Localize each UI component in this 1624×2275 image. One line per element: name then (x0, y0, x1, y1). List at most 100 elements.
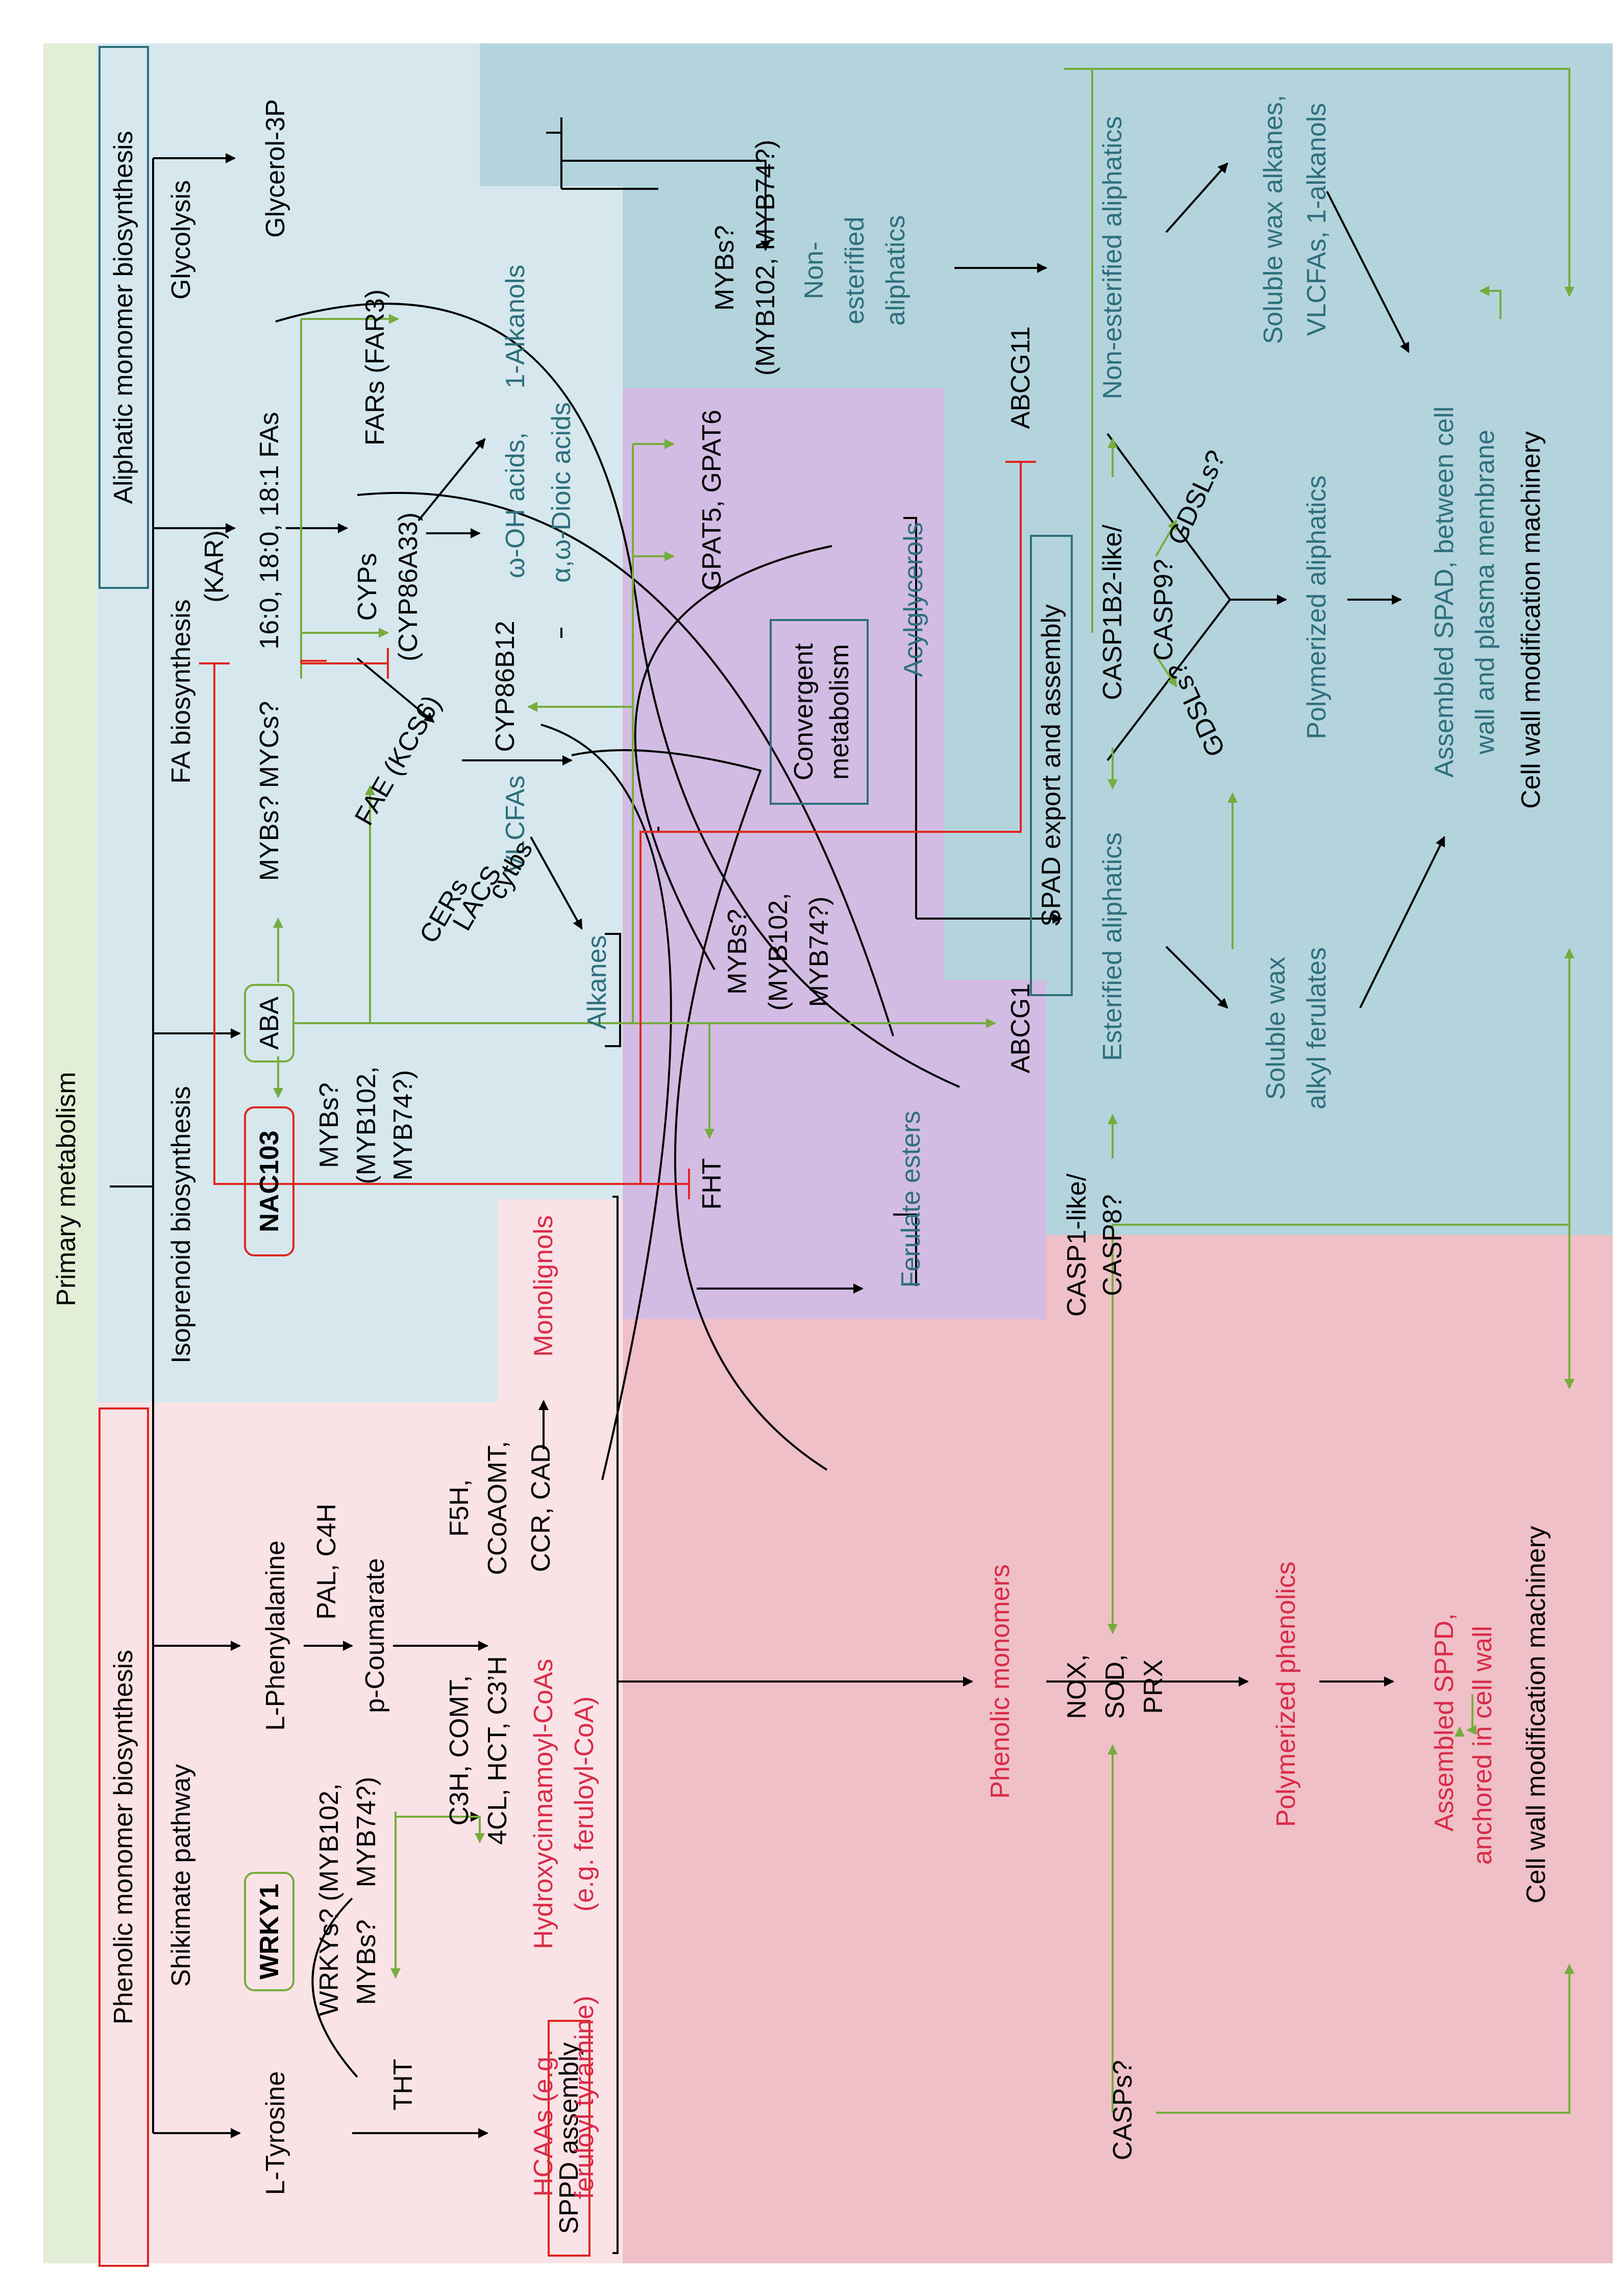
connector-lines (110, 68, 1574, 2254)
tht-label: THT (388, 2059, 418, 2110)
abcg11-label: ABCG11 (1006, 326, 1036, 429)
background-regions (43, 43, 1613, 2263)
conv-mybs-1: MYBs? (723, 909, 752, 995)
gpat-label: GPAT5, GPAT6 (697, 410, 727, 590)
p-coumarate-label: p-Coumarate (360, 1558, 390, 1713)
conv-mybs-3: MYB74?) (804, 897, 834, 1007)
sod-label: SOD, (1100, 1654, 1130, 1719)
fatty-acids-label: 16:0, 18:0, 18:1 FAs (255, 412, 284, 649)
casp9-label: CASP9? (1149, 559, 1178, 660)
cell-wall-bottom-label: Cell wall modification machinery (1521, 1526, 1551, 1903)
prx-label: PRX (1139, 1660, 1168, 1714)
glycerol3p-label: Glycerol-3P (261, 99, 290, 238)
convergent-box (770, 619, 869, 805)
vlcfas-label: VLCFAs (501, 776, 530, 873)
alkanes-label: Alkanes (582, 935, 612, 1030)
mybs-lr-2: (MYB102, (352, 1066, 381, 1184)
casp1b2-label: CASP1B2-like/ (1098, 524, 1127, 700)
sppd-left-strip (498, 1245, 623, 2263)
sppd-region (623, 1235, 1613, 2263)
nac103-label: NAC103 (255, 1130, 284, 1232)
phenolic-title: Phenolic monomer biosynthesis (109, 1650, 138, 2024)
casp8-to-spad-cellwall (1112, 1224, 1569, 1304)
conv-mybs-2: (MYB102, (764, 893, 793, 1010)
polymerized-aliphatics-label: Polymerized aliphatics (1302, 475, 1332, 739)
primary-metabolism-band (43, 43, 97, 2263)
dioic-label: α,ω-Dioic acids (547, 402, 576, 583)
tht-curve (311, 1897, 358, 2078)
enzymes-c3h-1: C3H, COMT, (445, 1675, 474, 1826)
isoprenoid-label: Isoprenoid biosynthesis (166, 1086, 196, 1363)
mybs-upper-1: MYBs? (710, 225, 740, 311)
cyps-label-2: (CYP86A33) (393, 512, 423, 661)
spad-assembled-green (1479, 286, 1502, 319)
non-esterified-label: Non-esterified aliphatics (1098, 116, 1127, 400)
non-esterified-top-1: Non- (799, 242, 829, 300)
red-cyps-line (300, 660, 388, 664)
casps-label: CASPs? (1108, 2060, 1138, 2161)
assembled-spad-1: Assembled SPAD, between cell (1430, 406, 1459, 777)
esterified-label: Esterified aliphatics (1098, 832, 1127, 1061)
glycerol-curve (275, 303, 960, 1088)
mybs-upper-2: (MYB102, MYB74?) (751, 140, 780, 376)
spad-title-box (1030, 535, 1073, 996)
convergent-extension (944, 980, 1046, 1319)
l-phenylalanine-label: L-Phenylalanine (261, 1541, 290, 1731)
acylglycerols-label: Acylglycerols (899, 522, 928, 677)
vlcfa-curve-2 (571, 749, 828, 1471)
cell-wall-top-label: Cell wall modification machinery (1516, 431, 1546, 809)
wrky1-label: WRKY1 (255, 1884, 284, 1980)
hcaas-label-2: feruloyl tyramine) (570, 1996, 599, 2199)
nonester-to-soluble (1165, 162, 1228, 233)
non-esterified-top-2: esterified (840, 217, 870, 325)
fht-label: FHT (697, 1158, 727, 1209)
primary-metabolism-label: Primary metabolism (52, 1072, 81, 1306)
casps-to-cellwall (1156, 1964, 1574, 2114)
mybs-lr-1: MYBs? (314, 1082, 344, 1168)
aliphatic-title: Aliphatic monomer biosynthesis (109, 131, 138, 504)
soluble-to-assembled (1326, 191, 1410, 353)
vlcfas-to-alkanes (530, 836, 583, 930)
wrkys-label: WRKYs? (314, 1909, 344, 2016)
myb74-label-phenolic: MYB74?) (352, 1777, 381, 1888)
glycolysis-label: Glycolysis (166, 180, 196, 300)
alkanols-label: 1-Alkanols (501, 265, 530, 389)
enzymes-c3h-2: 4CL, HCT, C3’H (483, 1656, 512, 1845)
wrky1-box (244, 1872, 294, 1991)
convergent-region (623, 388, 944, 1319)
polymerized-phenolics-label: Polymerized phenolics (1271, 1562, 1301, 1827)
non-esterified-top-3: aliphatics (881, 215, 911, 326)
alkanes-bracket (605, 933, 621, 1047)
phenolic-pale-strip (498, 1199, 623, 1245)
sppd-assembled-green (1466, 1694, 1477, 1735)
abcg1-label: ABCG1 (1006, 983, 1036, 1073)
aliphatic-title-box (99, 46, 149, 589)
acylglycerol-bracket (903, 517, 917, 919)
hcaas-label-1: HCAAs (e.g. (529, 2049, 558, 2197)
assembled-sppd-2: anchored in cell wall (1468, 1626, 1497, 1865)
nox-label: NOX, (1062, 1654, 1092, 1719)
assembled-spad-2: wall and plasma membrane (1470, 430, 1500, 755)
cyps-label-1: CYPs (353, 553, 382, 621)
fas-to-alkanols (417, 438, 486, 522)
hydroxycinnamoyl-label: Hydroxycinnamoyl-CoAs (529, 1659, 558, 1949)
monolignols-label: Monolignols (529, 1215, 558, 1357)
enzymes-f5h-1: F5H, (445, 1479, 474, 1537)
spad-title: SPAD export and assembly (1037, 604, 1066, 927)
feruloyl-coa-label: (e.g. feruloyl-CoA) (570, 1696, 599, 1912)
soluble-wax-ferulates-1: Soluble wax (1261, 957, 1291, 1100)
sppd-title-box (548, 2020, 590, 2257)
casp-top-right (1092, 68, 1574, 297)
aba-box (244, 984, 294, 1062)
kar-label: (KAR) (200, 530, 229, 603)
wrky-arrow-right (396, 1816, 485, 1843)
casp8-label: CASP8? (1098, 1194, 1127, 1296)
esterified-to-ferulates (1165, 946, 1228, 1009)
convergent-line-2: metabolism (825, 644, 854, 780)
nac103-box (244, 1106, 294, 1256)
aba-label: ABA (255, 997, 284, 1050)
ccr-cad-label: CCR, CAD (526, 1444, 556, 1572)
bracket-to-nonester (561, 160, 771, 251)
mybs-mycs-label: MYBs? MYCs? (255, 701, 284, 881)
ferulate-esters-label: Ferulate esters (896, 1111, 926, 1288)
